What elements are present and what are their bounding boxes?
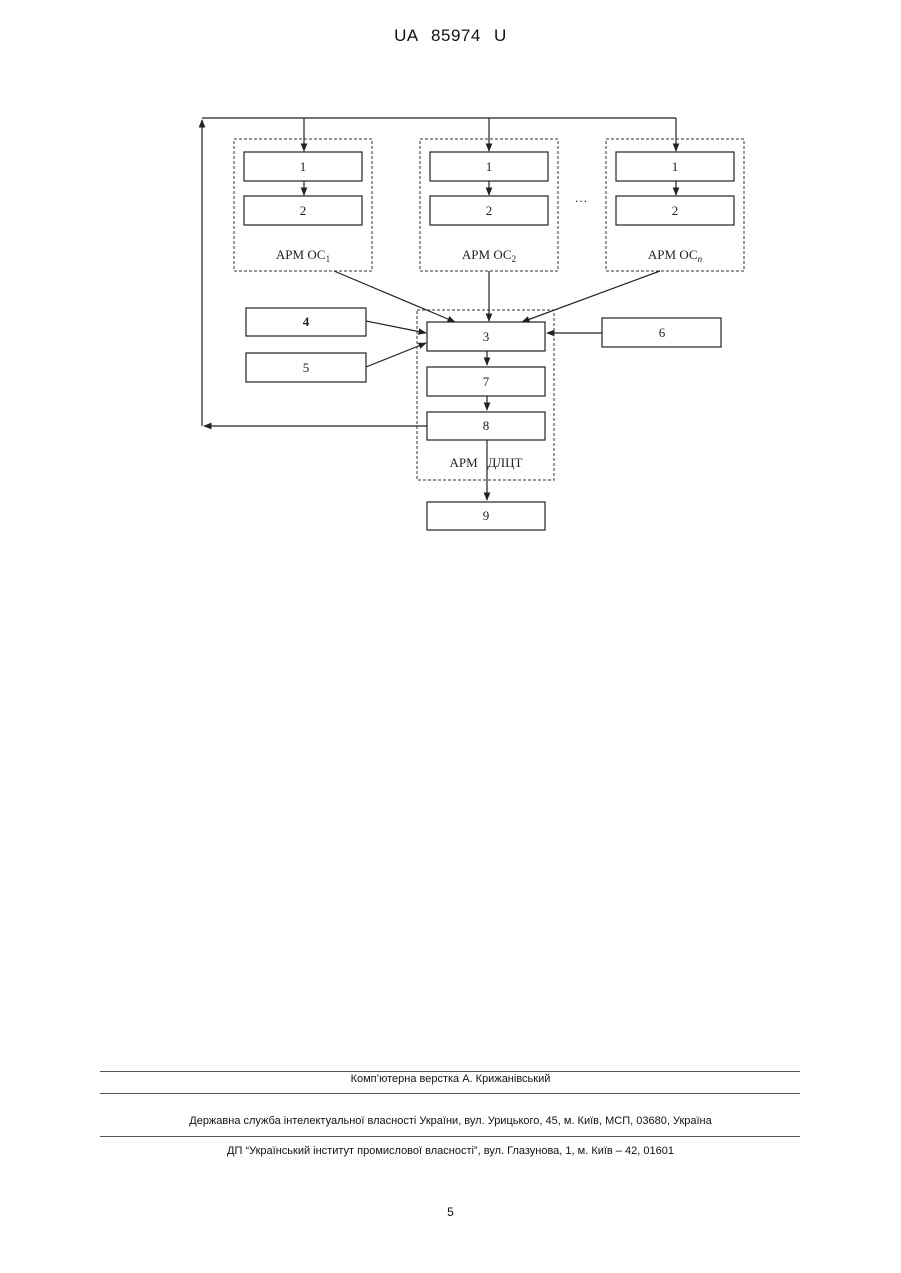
block-8-label: 8	[483, 418, 490, 433]
block-7-label: 7	[483, 374, 490, 389]
footer-rule-3	[100, 1136, 800, 1137]
ellipsis: …	[575, 190, 588, 205]
institute-address: ДП “Український інститут промислової вла…	[0, 1145, 901, 1157]
arm-os-label-n: АРМ ОСn	[648, 247, 703, 264]
block-diagram: 1 2 АРМ ОС1 1 2 АРМ ОС2 … 1 2 АРМ ОСn	[0, 0, 901, 600]
arm-dlct-label: АРМ ДЛЦТ	[450, 455, 523, 470]
block-4-label: 4	[303, 314, 310, 329]
block-9-label: 9	[483, 508, 490, 523]
block-1-a-label: 1	[300, 159, 307, 174]
footer-rule-1	[100, 1071, 800, 1072]
page-number: 5	[0, 1205, 901, 1219]
arm-dlct-group: 3 7 8 АРМ ДЛЦТ	[417, 310, 554, 480]
block-2-b-label: 2	[486, 203, 493, 218]
agency-address: Державна служба інтелектуальної власност…	[0, 1115, 901, 1127]
footer-rule-2	[100, 1093, 800, 1094]
arm-os-group-n: 1 2 АРМ ОСn	[606, 139, 744, 271]
block-6-label: 6	[659, 325, 666, 340]
block-1-n-label: 1	[672, 159, 679, 174]
arm-os-label-2: АРМ ОС2	[462, 247, 516, 264]
block-3-label: 3	[483, 329, 490, 344]
block-1-b-label: 1	[486, 159, 493, 174]
block-2-a-label: 2	[300, 203, 307, 218]
block-2-n-label: 2	[672, 203, 679, 218]
block-5-label: 5	[303, 360, 310, 375]
layout-credit: Комп’ютерна верстка А. Крижанівський	[0, 1073, 901, 1085]
arm-os-label-1: АРМ ОС1	[276, 247, 330, 264]
arm-os-group-1: 1 2 АРМ ОС1	[234, 139, 372, 271]
arm-os-group-2: 1 2 АРМ ОС2	[420, 139, 558, 271]
